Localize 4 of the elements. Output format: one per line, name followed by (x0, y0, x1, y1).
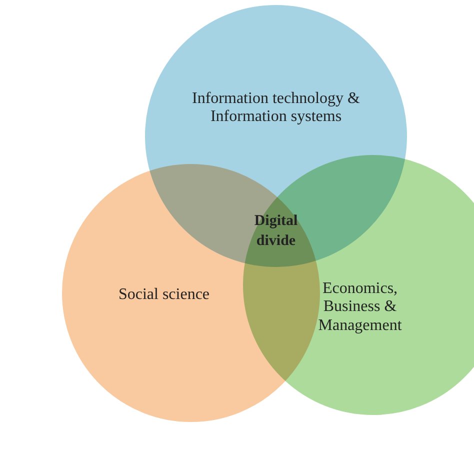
circle-label: Economics, Business & Management (317, 280, 403, 336)
circle-label: Information technology & Information systems (191, 90, 361, 127)
intersection-label: Digital divide (253, 212, 299, 250)
circle-label: Social science (117, 286, 211, 304)
